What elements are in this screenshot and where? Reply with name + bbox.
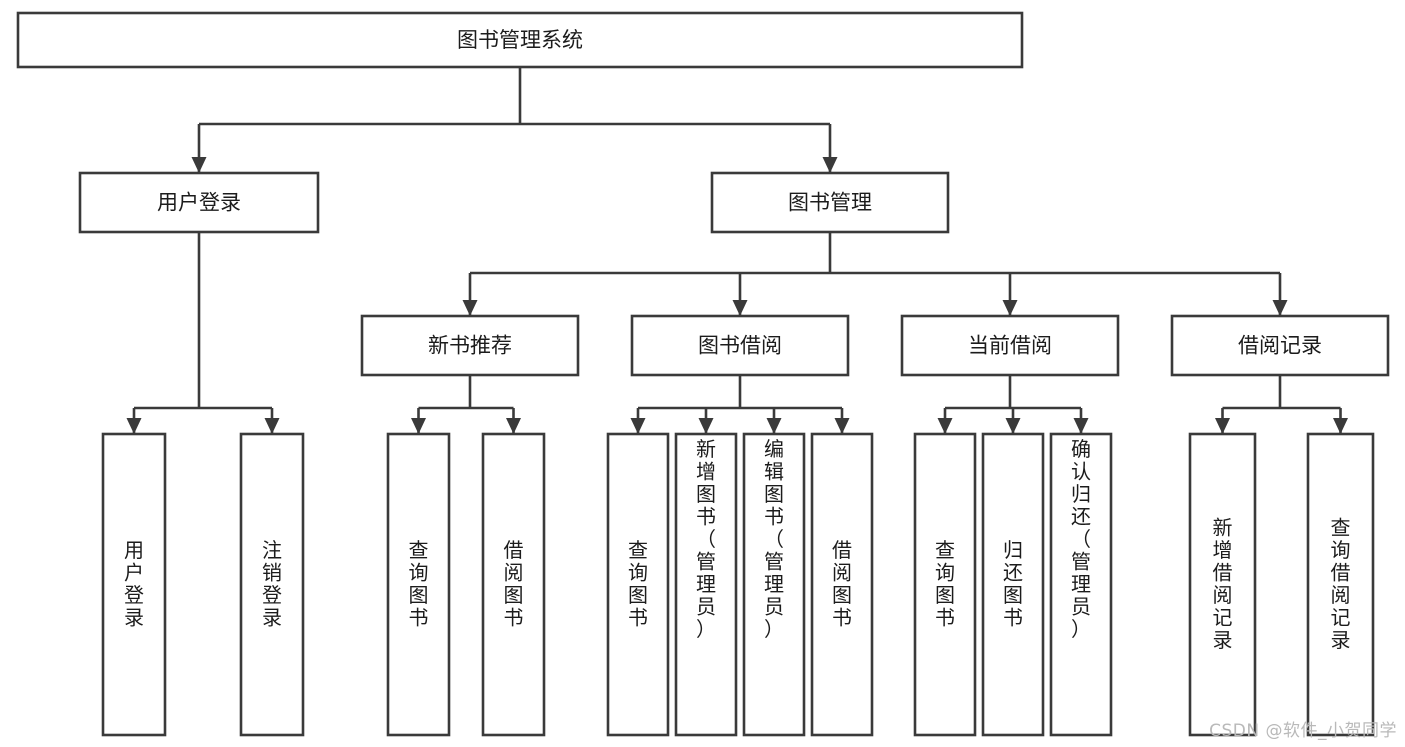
node-leaf-10-label: 确认归还（管理员）	[1071, 437, 1091, 641]
node-leaf-3-box	[481, 432, 546, 737]
arrow-head-icon	[126, 418, 142, 434]
node-leaf-6[interactable]: 编辑图书（管理员）	[742, 432, 806, 737]
node-level2-1-label: 图书管理	[788, 191, 872, 215]
node-leaf-0-box	[101, 432, 167, 737]
arrow-head-icon	[462, 300, 478, 316]
node-level2-1[interactable]: 图书管理	[710, 171, 950, 234]
node-level2-1-box	[710, 171, 950, 234]
node-leaf-5[interactable]: 新增图书（管理员）	[674, 432, 738, 737]
arrow-head-icon	[1005, 418, 1021, 434]
node-leaf-0[interactable]: 用户登录	[101, 432, 167, 737]
node-root-box	[16, 11, 1024, 69]
connector-layer	[126, 67, 1348, 434]
node-leaf-5-label: 新增图书（管理员）	[696, 437, 716, 641]
node-leaf-1[interactable]: 注销登录	[239, 432, 305, 737]
node-layer: 图书管理系统用户登录图书管理新书推荐图书借阅当前借阅借阅记录用户登录注销登录查询…	[16, 11, 1390, 737]
arrow-head-icon	[822, 157, 838, 173]
node-leaf-12-box	[1306, 432, 1375, 737]
node-level3-3[interactable]: 借阅记录	[1170, 314, 1390, 377]
node-leaf-6-label: 编辑图书（管理员）	[764, 437, 784, 641]
node-level3-2-label: 当前借阅	[968, 334, 1052, 358]
arrow-head-icon	[1333, 418, 1348, 434]
node-leaf-8[interactable]: 查询图书	[913, 432, 977, 737]
node-level3-2-box	[900, 314, 1120, 377]
arrow-head-icon	[1272, 300, 1288, 316]
node-leaf-7-label: 借阅图书	[832, 538, 852, 630]
node-leaf-4[interactable]: 查询图书	[606, 432, 670, 737]
node-level3-0[interactable]: 新书推荐	[360, 314, 580, 377]
node-level3-3-label: 借阅记录	[1238, 334, 1322, 358]
arrow-head-icon	[411, 418, 426, 434]
node-root[interactable]: 图书管理系统	[16, 11, 1024, 69]
node-level2-0-label: 用户登录	[157, 191, 241, 215]
arrow-head-icon	[506, 418, 521, 434]
node-leaf-3-label: 借阅图书	[504, 538, 524, 630]
arrow-head-icon	[1073, 418, 1089, 434]
node-leaf-10-box	[1049, 432, 1113, 737]
arrow-head-icon	[264, 418, 280, 434]
node-leaf-9[interactable]: 归还图书	[981, 432, 1045, 737]
arrow-head-icon	[834, 418, 850, 434]
node-leaf-11[interactable]: 新增借阅记录	[1188, 432, 1257, 737]
arrow-head-icon	[732, 300, 748, 316]
node-leaf-4-box	[606, 432, 670, 737]
arrow-head-icon	[1002, 300, 1018, 316]
arrow-head-icon	[766, 418, 782, 434]
node-leaf-7[interactable]: 借阅图书	[810, 432, 874, 737]
node-level2-0[interactable]: 用户登录	[78, 171, 320, 234]
node-leaf-2-label: 查询图书	[409, 538, 429, 630]
node-leaf-11-box	[1188, 432, 1257, 737]
node-leaf-12-label: 查询借阅记录	[1331, 516, 1351, 653]
node-leaf-6-box	[742, 432, 806, 737]
node-leaf-2[interactable]: 查询图书	[386, 432, 451, 737]
node-leaf-2-box	[386, 432, 451, 737]
node-leaf-8-label: 查询图书	[935, 538, 955, 630]
node-leaf-3[interactable]: 借阅图书	[481, 432, 546, 737]
node-root-label: 图书管理系统	[457, 28, 583, 52]
watermark-text: CSDN @软件_小贺同学	[1209, 721, 1397, 741]
node-leaf-9-box	[981, 432, 1045, 737]
node-leaf-4-label: 查询图书	[628, 538, 648, 630]
node-level3-1-label: 图书借阅	[698, 334, 782, 358]
node-level3-0-label: 新书推荐	[428, 334, 512, 358]
node-leaf-7-box	[810, 432, 874, 737]
arrow-head-icon	[630, 418, 646, 434]
node-leaf-5-box	[674, 432, 738, 737]
node-level3-1[interactable]: 图书借阅	[630, 314, 850, 377]
node-leaf-8-box	[913, 432, 977, 737]
node-leaf-1-box	[239, 432, 305, 737]
node-level3-0-box	[360, 314, 580, 377]
node-leaf-12[interactable]: 查询借阅记录	[1306, 432, 1375, 737]
node-leaf-11-label: 新增借阅记录	[1213, 516, 1233, 653]
node-level3-3-box	[1170, 314, 1390, 377]
node-level3-1-box	[630, 314, 850, 377]
node-leaf-1-label: 注销登录	[262, 538, 282, 630]
arrow-head-icon	[698, 418, 714, 434]
node-level3-2[interactable]: 当前借阅	[900, 314, 1120, 377]
arrow-head-icon	[937, 418, 953, 434]
arrow-head-icon	[1215, 418, 1230, 434]
arrow-head-icon	[191, 157, 207, 173]
node-leaf-9-label: 归还图书	[1003, 538, 1023, 630]
node-leaf-10[interactable]: 确认归还（管理员）	[1049, 432, 1113, 737]
node-leaf-0-label: 用户登录	[124, 538, 144, 630]
node-level2-0-box	[78, 171, 320, 234]
